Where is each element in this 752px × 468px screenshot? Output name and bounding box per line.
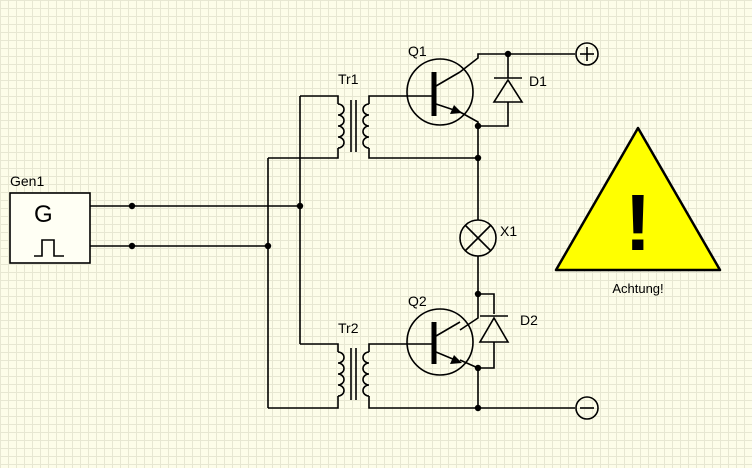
junction-dot bbox=[128, 242, 136, 250]
wire-q2-emitter bbox=[459, 359, 575, 409]
lamp-icon bbox=[459, 219, 497, 257]
square-wave-generator-icon bbox=[34, 239, 64, 257]
transformer-secondary-coil bbox=[362, 351, 370, 397]
warning-triangle-icon bbox=[554, 126, 722, 272]
wire-lamp-to-q2 bbox=[459, 256, 479, 331]
lamp-cross bbox=[464, 224, 492, 252]
generator-gen1[interactable]: G Gen1 bbox=[9, 173, 91, 264]
wire-tr2-secondary-bottom bbox=[368, 396, 478, 409]
diode-d1[interactable]: D1 bbox=[492, 73, 547, 103]
transformer-primary-coil bbox=[337, 103, 345, 149]
transistor-body bbox=[406, 58, 474, 126]
plus-terminal-icon bbox=[575, 42, 599, 66]
junction-dot bbox=[474, 364, 482, 372]
junction-dot bbox=[474, 154, 482, 162]
wires bbox=[90, 53, 575, 409]
wire-tr1-secondary-bottom bbox=[368, 148, 478, 159]
transistor-emitter-arrow bbox=[450, 105, 462, 114]
junction-dot bbox=[264, 242, 272, 250]
transformer-secondary-coil bbox=[362, 103, 370, 149]
transistor-body bbox=[406, 308, 474, 376]
wire-tr2-primary-top bbox=[300, 343, 339, 352]
transformer-primary-coil bbox=[337, 351, 345, 397]
wire-tr2-secondary-top bbox=[368, 343, 408, 352]
transformer-label-bottom: Tr2 bbox=[338, 320, 359, 336]
lamp-x1[interactable]: X1 bbox=[459, 219, 517, 257]
wire-tr1-primary-top bbox=[300, 95, 339, 104]
transistor-q2[interactable]: Q2 bbox=[406, 293, 474, 376]
diode-label-top: D1 bbox=[529, 73, 547, 89]
wire-tr2-primary-bottom bbox=[268, 396, 339, 409]
wire-tr1-secondary-top bbox=[368, 95, 408, 104]
diode-triangle bbox=[478, 316, 510, 343]
wire-d2-top bbox=[478, 293, 495, 314]
generator-box bbox=[9, 192, 91, 264]
transistor-collector bbox=[435, 71, 461, 87]
transistor-label-top: Q1 bbox=[408, 43, 427, 59]
transistor-label-bottom: Q2 bbox=[408, 293, 427, 309]
diode-label-bottom: D2 bbox=[520, 312, 538, 328]
warning-label: Achtung! bbox=[612, 281, 663, 296]
minus-terminal-icon bbox=[575, 396, 599, 420]
transistor-q1[interactable]: Q1 bbox=[406, 43, 474, 126]
warning-exclamation: ! bbox=[625, 178, 652, 267]
junction-dot bbox=[296, 202, 304, 210]
transformer-tr1[interactable]: Tr1 bbox=[337, 71, 370, 152]
wire-d2-bottom bbox=[478, 342, 495, 369]
junction-dot bbox=[504, 50, 512, 58]
generator-label: Gen1 bbox=[10, 173, 44, 189]
terminal-positive[interactable] bbox=[575, 42, 599, 66]
lamp-label: X1 bbox=[500, 223, 517, 239]
wire-q1-emitter bbox=[459, 111, 479, 220]
transformer-label-top: Tr1 bbox=[338, 71, 359, 87]
junction-dot bbox=[128, 202, 136, 210]
transistor-emitter-arrow bbox=[450, 355, 462, 364]
junction-dot bbox=[474, 404, 482, 412]
diode-d2[interactable]: D2 bbox=[478, 312, 538, 343]
transistor-collector bbox=[435, 321, 461, 337]
generator-symbol: G bbox=[34, 201, 53, 228]
warning-sign: ! Achtung! bbox=[554, 126, 722, 296]
junction-dot bbox=[474, 290, 482, 298]
junction-dot bbox=[474, 122, 482, 130]
diode-triangle bbox=[492, 78, 524, 103]
wire-q1-collector bbox=[459, 53, 575, 73]
junctions bbox=[128, 50, 512, 412]
transformer-tr2[interactable]: Tr2 bbox=[337, 320, 370, 400]
wire-d1-bottom bbox=[478, 102, 509, 127]
wire-tr1-primary-bottom bbox=[268, 148, 339, 159]
terminal-negative[interactable] bbox=[575, 396, 599, 420]
